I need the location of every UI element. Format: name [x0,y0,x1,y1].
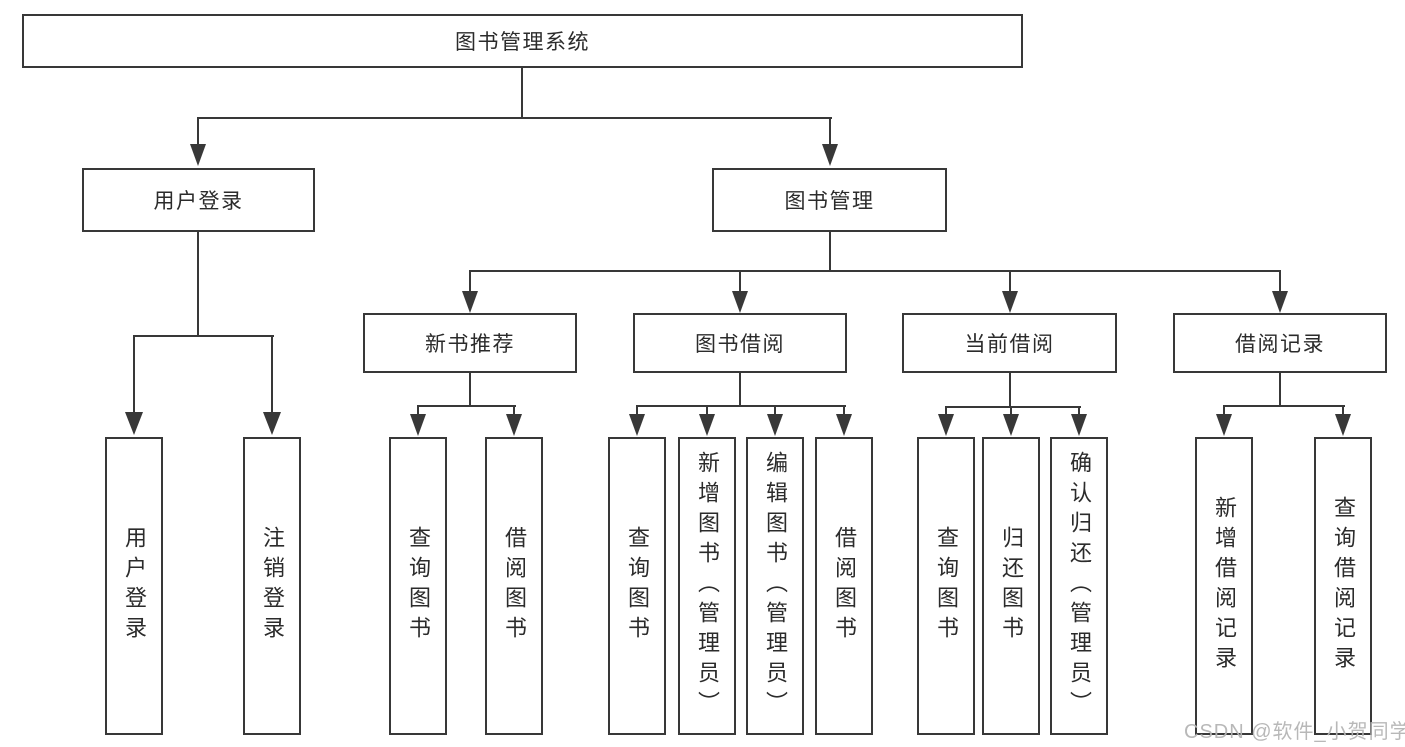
connector-root-rail [197,117,832,119]
connector-stem [417,405,419,417]
arrowhead-icon [1071,414,1087,436]
arrowhead-icon [822,144,838,166]
arrowhead-icon [410,414,426,436]
arrowhead-icon [938,414,954,436]
leaf-query-books-current: 查询图书 [917,437,975,735]
node-new-book-recommendation: 新书推荐 [363,313,577,373]
node-borrowing-records: 借阅记录 [1173,313,1387,373]
connector-stem [1010,406,1012,417]
connector-bookmgmt-stem [829,232,831,272]
leaf-user-login: 用户登录 [105,437,163,735]
connector-recommend-rail [417,405,516,407]
arrowhead-icon [263,412,281,435]
connector-records-stem [1279,373,1281,407]
leaf-query-books-recommend: 查询图书 [389,437,447,735]
connector-stem [829,117,831,146]
arrowhead-icon [699,414,715,436]
connector-recommend-stem [469,373,471,407]
leaf-edit-books-admin: 编辑图书（管理员） [746,437,804,735]
leaf-borrow-books: 借阅图书 [815,437,873,735]
connector-current-rail [945,406,1081,408]
leaf-logout: 注销登录 [243,437,301,735]
connector-stem [1279,270,1281,293]
connector-stem [1078,406,1080,417]
arrowhead-icon [836,414,852,436]
connector-stem [945,406,947,417]
connector-userlogin-stem [197,232,199,337]
leaf-query-borrow-record: 查询借阅记录 [1314,437,1372,735]
arrowhead-icon [125,412,143,435]
connector-stem [843,405,845,417]
arrowhead-icon [1335,414,1351,436]
connector-stem [1223,405,1225,417]
node-book-management: 图书管理 [712,168,947,232]
leaf-return-books: 归还图书 [982,437,1040,735]
connector-root-stem [521,68,523,118]
arrowhead-icon [1002,291,1018,313]
connector-borrow-rail [636,405,846,407]
connector-stem [197,117,199,146]
connector-current-stem [1009,373,1011,408]
connector-records-rail [1223,405,1345,407]
csdn-watermark: CSDN @软件_小贺同学 [1184,721,1405,743]
leaf-add-borrow-record: 新增借阅记录 [1195,437,1253,735]
leaf-borrow-books-recommend: 借阅图书 [485,437,543,735]
connector-stem [469,270,471,293]
leaf-confirm-return-admin: 确认归还（管理员） [1050,437,1108,735]
connector-userlogin-rail [133,335,274,337]
node-library-management-system: 图书管理系统 [22,14,1023,68]
connector-borrow-stem [739,373,741,407]
connector-stem [739,270,741,293]
arrowhead-icon [506,414,522,436]
connector-stem [271,335,273,415]
leaf-add-books-admin: 新增图书（管理员） [678,437,736,735]
arrowhead-icon [462,291,478,313]
node-book-borrowing: 图书借阅 [633,313,847,373]
arrowhead-icon [732,291,748,313]
arrowhead-icon [1003,414,1019,436]
connector-stem [133,335,135,415]
connector-stem [636,405,638,417]
leaf-query-books-borrow: 查询图书 [608,437,666,735]
connector-stem [774,405,776,417]
connector-stem [1009,270,1011,293]
node-current-borrowing: 当前借阅 [902,313,1117,373]
arrowhead-icon [190,144,206,166]
node-user-login: 用户登录 [82,168,315,232]
connector-stem [513,405,515,417]
connector-stem [1342,405,1344,417]
connector-stem [706,405,708,417]
arrowhead-icon [767,414,783,436]
arrowhead-icon [1216,414,1232,436]
connector-bookmgmt-rail [469,270,1281,272]
arrowhead-icon [629,414,645,436]
arrowhead-icon [1272,291,1288,313]
